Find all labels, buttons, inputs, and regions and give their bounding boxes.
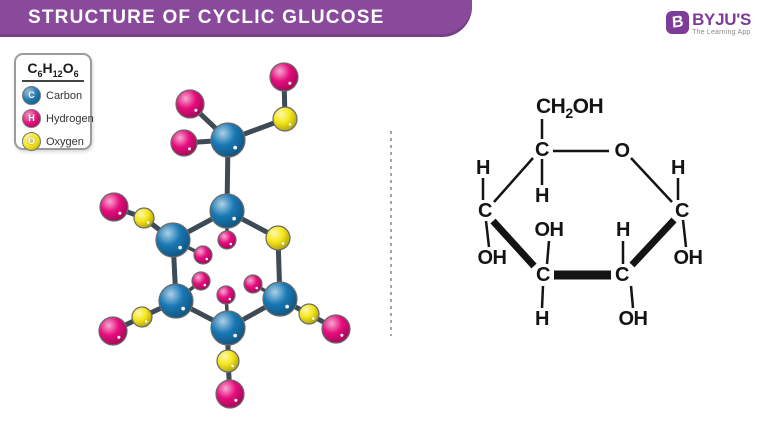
atom-oxygen — [298, 303, 320, 325]
haworth-label: O — [614, 140, 629, 162]
haworth-label: C — [615, 264, 629, 286]
atom-highlight — [205, 257, 209, 261]
haworth-label: OH — [478, 247, 507, 269]
atom-carbon — [158, 283, 194, 319]
atom-highlight — [281, 242, 285, 245]
haworth-label: OH — [535, 219, 564, 241]
atom-hydrogen — [217, 230, 237, 250]
hydrogen-ball-icon: H — [22, 109, 41, 129]
bond — [493, 157, 534, 203]
haworth-label: OH — [674, 247, 703, 269]
atom-hydrogen — [175, 89, 205, 119]
atom-highlight — [188, 147, 191, 151]
atom-highlight — [233, 145, 238, 150]
bond — [629, 285, 635, 309]
bond — [630, 157, 673, 203]
legend-item-oxygen: O Oxygen — [22, 132, 90, 152]
atom-hydrogen — [99, 192, 129, 222]
oxygen-ball-icon: O — [22, 132, 41, 152]
atom-highlight — [203, 283, 207, 287]
bond — [681, 219, 688, 248]
atom-highlight — [233, 333, 238, 338]
model-atoms — [98, 62, 351, 409]
haworth-label-ch2oh: CH2OH — [536, 95, 603, 121]
legend-item-hydrogen: H Hydrogen — [22, 109, 94, 129]
bond — [545, 240, 551, 265]
brand-tagline: The Learning App — [692, 29, 751, 36]
atom-highlight — [255, 286, 259, 290]
header-banner: STRUCTURE OF CYCLIC GLUCOSE — [0, 0, 472, 37]
atom-highlight — [146, 221, 150, 224]
atom-oxygen — [216, 349, 240, 373]
atom-oxygen — [265, 225, 291, 251]
bond — [484, 220, 491, 248]
brand-logo: B BYJU'S The Learning App — [666, 11, 751, 36]
atom-highlight — [311, 317, 315, 320]
haworth-label: OH — [619, 308, 648, 330]
atom-highlight — [194, 108, 198, 112]
atom-highlight — [288, 123, 292, 126]
haworth-label: C — [536, 264, 550, 286]
atom-highlight — [229, 242, 233, 246]
legend-item-label: Oxygen — [46, 135, 84, 148]
atom-hydrogen — [98, 316, 128, 346]
page-title: STRUCTURE OF CYCLIC GLUCOSE — [28, 7, 385, 28]
atom-highlight — [288, 81, 292, 85]
atom-highlight — [234, 398, 238, 402]
atom-carbon — [155, 222, 191, 258]
atom-carbon — [210, 310, 246, 346]
atom-highlight — [340, 333, 344, 337]
atom-carbon — [210, 122, 246, 158]
atom-hydrogen — [243, 274, 263, 294]
atom-carbon — [209, 193, 245, 229]
brand-badge-icon: B — [666, 11, 690, 34]
atom-highlight — [231, 364, 234, 368]
bond — [540, 285, 545, 309]
bond-thick — [629, 217, 677, 268]
atom-hydrogen — [269, 62, 299, 92]
haworth-label: H — [535, 308, 549, 330]
atom-hydrogen — [191, 271, 211, 291]
atom-hydrogen — [216, 285, 236, 305]
brand-text: BYJU'S The Learning App — [692, 11, 751, 36]
atom-oxygen — [131, 306, 153, 328]
atom-highlight — [181, 306, 186, 311]
haworth-label: H — [616, 219, 630, 241]
brand-name: BYJU'S — [692, 10, 751, 29]
haworth-label: H — [535, 185, 549, 207]
bond-thick — [490, 218, 537, 269]
atom-carbon — [262, 281, 298, 317]
haworth-label: H — [671, 157, 685, 179]
legend-item-carbon: C Carbon — [22, 86, 90, 106]
atom-highlight — [178, 245, 183, 250]
haworth-label: C — [675, 200, 689, 222]
carbon-ball-icon: C — [22, 86, 41, 106]
atom-highlight — [232, 216, 237, 221]
haworth-label: C — [535, 139, 549, 161]
molecular-formula: C6H12O6 — [22, 60, 84, 82]
legend-item-label: Hydrogen — [46, 112, 94, 125]
legend-box: C6H12O6 C Carbon H Hydrogen O Oxygen — [14, 53, 94, 152]
atom-hydrogen — [321, 314, 351, 344]
atom-hydrogen — [170, 129, 198, 157]
haworth-label: H — [476, 157, 490, 179]
atom-highlight — [285, 304, 290, 309]
haworth-label: C — [478, 200, 492, 222]
atom-highlight — [117, 335, 121, 339]
atom-highlight — [228, 297, 232, 301]
atom-highlight — [144, 320, 148, 323]
atom-hydrogen — [215, 379, 245, 409]
atom-highlight — [118, 211, 122, 215]
legend-item-label: Carbon — [46, 89, 83, 102]
atom-oxygen — [272, 106, 298, 132]
atom-oxygen — [133, 207, 155, 229]
atom-hydrogen — [193, 245, 213, 265]
